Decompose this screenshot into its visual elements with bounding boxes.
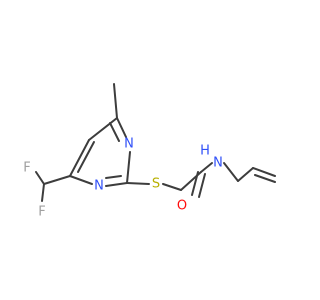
- bond-ch2-ch: [237, 167, 254, 182]
- bond-co: [191, 171, 199, 196]
- bond-ring-c2-n3-double: [105, 175, 122, 179]
- molecule-structure: F F N N S O N H: [23, 83, 276, 220]
- bond-ring-c2-n3: [105, 182, 128, 187]
- bond-s-ch2: [162, 183, 182, 191]
- bond-ch-ch2-double-b: [254, 174, 276, 183]
- bond-n-ch2: [223, 162, 239, 182]
- bond-co-double: [198, 173, 206, 198]
- atom-oxygen: O: [177, 199, 187, 214]
- bond-ring-c4-c5: [69, 139, 90, 177]
- atom-fluorine-bottom: F: [38, 205, 45, 220]
- atom-nitrogen-amide: N: [213, 156, 223, 171]
- bond-ring-n3-c4: [69, 175, 93, 185]
- atom-nitrogen-ring-top: N: [124, 137, 134, 152]
- bond-chf2-ring: [43, 175, 71, 185]
- atom-labels: F F N N S O N H: [23, 137, 223, 220]
- bond-ring-c4-c5-double: [77, 141, 95, 173]
- bond-co-n: [200, 162, 213, 173]
- bond-methyl: [113, 83, 118, 119]
- bond-ring-c6-n1-double: [109, 122, 120, 142]
- bond-ring-c5-c6: [88, 117, 118, 141]
- atom-fluorine-top: F: [23, 161, 30, 176]
- bond-cf-bottom: [41, 183, 45, 202]
- bonds: [35, 83, 276, 202]
- atom-sulfur: S: [152, 177, 160, 192]
- bond-ch-ch2-double-a: [252, 167, 276, 177]
- bond-c2-s: [126, 182, 150, 185]
- bond-ring-n1-c2: [126, 151, 131, 184]
- atom-hydrogen-amide: H: [200, 144, 210, 159]
- bond-cf-top: [35, 171, 45, 185]
- atom-nitrogen-ring-bottom: N: [94, 179, 104, 194]
- bond-ring-c6-n1: [116, 117, 127, 138]
